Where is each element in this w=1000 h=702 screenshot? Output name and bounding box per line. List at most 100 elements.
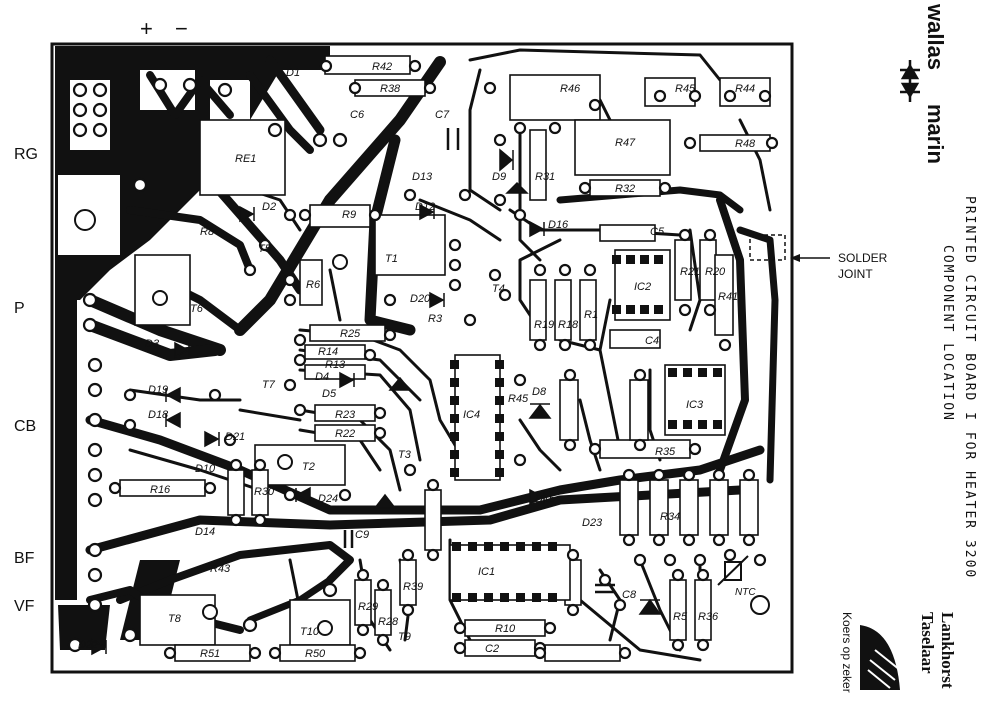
solder-pads [67, 59, 779, 660]
ntc-symbol [717, 555, 749, 586]
label-R25: R25 [340, 328, 361, 340]
label-R5: R5 [673, 611, 688, 623]
edge-label-rg: RG [14, 146, 38, 163]
label-NTC: NTC [735, 587, 756, 598]
label-C8: C8 [622, 589, 637, 601]
label-C5: C5 [650, 226, 665, 238]
label-D8v: D8 [532, 386, 547, 398]
label-D9: D9 [492, 171, 506, 183]
component-labels: D1 R42 R38 C6 C7 R46 R45 R44 RE1 D9 R31 … [78, 61, 756, 660]
label-D13: D13 [412, 171, 433, 183]
component-bodies [119, 55, 771, 662]
edge-label-bf: BF [14, 550, 35, 567]
label-D18: D18 [148, 409, 169, 421]
label-R13: R13 [325, 359, 346, 371]
label-T9: T9 [398, 631, 411, 643]
diode-symbols [91, 148, 662, 656]
lankhorst-slogan: Koers op zeker [840, 612, 854, 693]
taselaar-wordmark: Taselaar [918, 612, 937, 674]
solder-joint-marker [749, 234, 830, 262]
label-T2: T2 [302, 461, 315, 473]
label-R32: R32 [615, 183, 635, 195]
label-R28: R28 [378, 616, 399, 628]
label-T3: T3 [398, 449, 412, 461]
label-R20: R20 [705, 266, 726, 278]
edge-label-p: P [14, 300, 25, 317]
label-C2: C2 [485, 643, 499, 655]
label-D22: D22 [78, 639, 98, 651]
label-R14: R14 [318, 346, 338, 358]
label-D1: D1 [286, 67, 300, 79]
label-R30: R30 [254, 486, 275, 498]
capacitor-symbols [343, 128, 615, 594]
label-R9: R9 [342, 209, 356, 221]
label-R31: R31 [535, 171, 555, 183]
board-title: PRINTED CIRCUIT BOARD I FOR HEATER 3200 [962, 196, 977, 580]
label-T4: T4 [492, 283, 505, 295]
label-R10: R10 [495, 623, 516, 635]
label-D14: D14 [195, 526, 215, 538]
label-C7: C7 [435, 109, 450, 121]
label-R6: R6 [306, 279, 321, 291]
label-RE1: RE1 [235, 153, 256, 165]
label-D19: D19 [148, 384, 168, 396]
label-R29: R29 [358, 601, 378, 613]
label-R22: R22 [335, 428, 355, 440]
label-D20: D20 [410, 293, 431, 305]
label-R23: R23 [335, 409, 356, 421]
label-R43: R43 [210, 563, 231, 575]
mount-holes [74, 209, 770, 636]
ic-pins [450, 255, 722, 602]
label-T6: T6 [190, 303, 204, 315]
label-R34: R34 [660, 511, 680, 523]
label-R42: R42 [372, 61, 392, 73]
label-R44: R44 [735, 83, 755, 95]
label-R45a: R45 [675, 83, 696, 95]
label-T8: T8 [168, 613, 182, 625]
label-R19: R19 [534, 319, 554, 331]
label-D16: D16 [548, 219, 569, 231]
plus-terminal-label: + [140, 16, 153, 41]
label-R35: R35 [655, 446, 676, 458]
label-R18: R18 [558, 319, 579, 331]
label-R1: R1 [584, 309, 598, 321]
label-R41: R41 [718, 291, 738, 303]
label-D5: D5 [322, 388, 337, 400]
label-C4: C4 [645, 335, 659, 347]
label-R46: R46 [560, 83, 581, 95]
minus-terminal-label: − [175, 16, 188, 41]
label-IC3: IC3 [686, 399, 704, 411]
label-R39: R39 [403, 581, 423, 593]
wallas-marin-logo-mark [900, 60, 920, 102]
label-IC4: IC4 [463, 409, 480, 421]
label-D23: D23 [582, 517, 603, 529]
label-R48: R48 [735, 138, 756, 150]
label-D24: D24 [318, 493, 338, 505]
solder-joint-annotation: SOLDER JOINT [838, 251, 891, 281]
label-D4: D4 [315, 371, 329, 383]
label-D12: D12 [415, 201, 435, 213]
label-IC1: IC1 [478, 566, 495, 578]
label-R21: R21 [680, 266, 700, 278]
label-D10: D10 [195, 463, 216, 475]
label-R51: R51 [200, 648, 220, 660]
label-C6: C6 [350, 109, 365, 121]
board-subtitle: COMPONENT LOCATION [940, 245, 955, 422]
label-C9: C9 [355, 529, 369, 541]
edge-label-cb: CB [14, 418, 37, 435]
label-R45: R45 [508, 393, 529, 405]
label-R50: R50 [305, 648, 326, 660]
wallas-wordmark: wallas [923, 4, 948, 71]
lankhorst-logo-mark [860, 615, 905, 690]
label-T5: T5 [258, 243, 272, 255]
label-T7: T7 [262, 379, 276, 391]
label-R38: R38 [380, 83, 401, 95]
marin-wordmark: marin [923, 104, 948, 164]
label-D15: D15 [535, 493, 556, 505]
label-R3: R3 [428, 313, 443, 325]
label-D21: D21 [225, 431, 245, 443]
label-D3: D3 [145, 338, 160, 350]
label-T10: T10 [300, 626, 320, 638]
label-D2: D2 [262, 201, 276, 213]
